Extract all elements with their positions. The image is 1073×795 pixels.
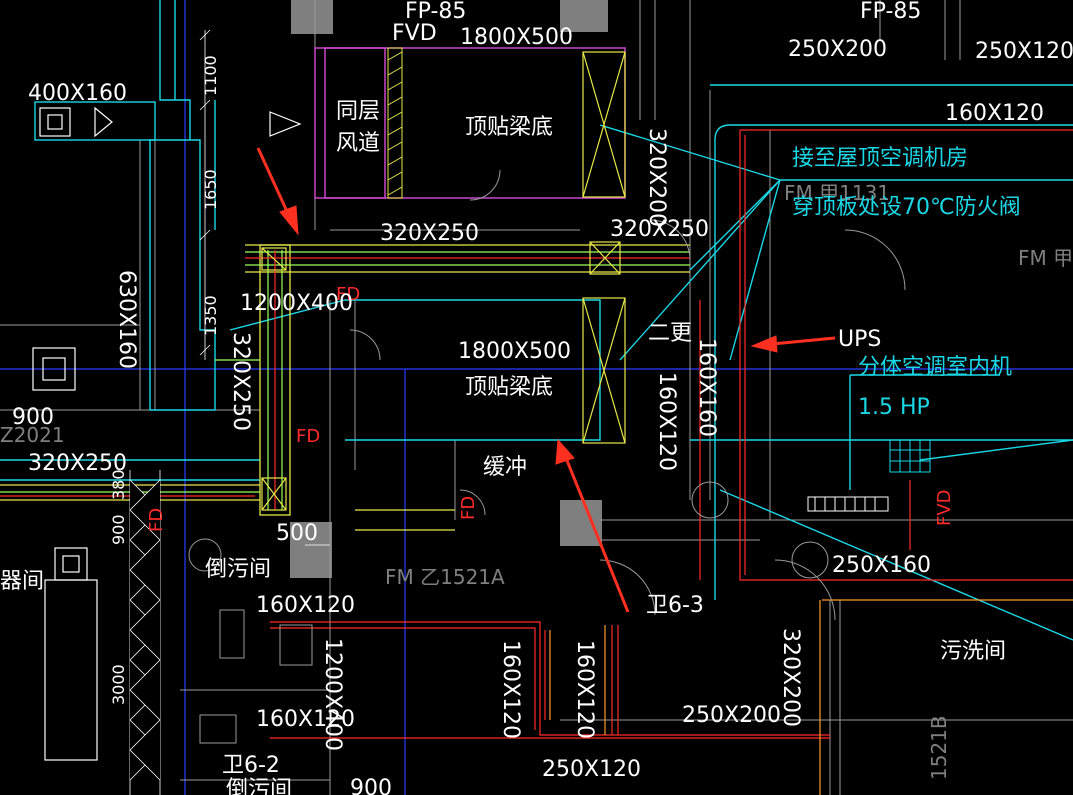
label-160x160: 160X160: [694, 338, 719, 437]
label-900-bot: 900: [350, 776, 392, 795]
split-ac-unit: [889, 439, 931, 473]
label-1800x500-top: 1800X500: [460, 25, 573, 50]
label-250x200-bot: 250X200: [682, 703, 781, 728]
label-160x120-b: 160X120: [256, 707, 355, 732]
label-250x120-top: 250X120: [975, 39, 1073, 64]
truss-hatch: [129, 470, 161, 795]
column-mid: [290, 522, 332, 578]
column-top-mid: [560, 0, 608, 32]
label-160x120-right: 160X120: [945, 101, 1044, 126]
label-320x250-left: 320X250: [28, 451, 127, 476]
arrow-2: [750, 335, 836, 353]
label-160x120-v: 160X120: [654, 372, 679, 471]
label-room-left: 器间: [0, 569, 44, 594]
green-ducts: [0, 250, 690, 510]
label-wei-6-3: 卫6-3: [646, 593, 704, 618]
label-split-ac: 分体空调室内机: [858, 355, 1012, 380]
note-roof-ahu: 接至屋顶空调机房: [792, 146, 968, 171]
label-hp: 1.5 HP: [858, 395, 930, 420]
annotation-arrows: [256, 147, 836, 613]
label-dim-3000: 3000: [109, 664, 128, 705]
diffusers: [32, 106, 302, 761]
label-fd-2: FD: [296, 426, 320, 447]
fan-units: [261, 51, 626, 511]
cyan-ducts: [0, 0, 1073, 641]
label-same-floor-1: 同层: [336, 99, 380, 124]
label-ceiling-beam-top: 顶贴梁底: [465, 115, 553, 140]
ups-grille: [807, 496, 889, 512]
label-dim-1650: 1650: [201, 169, 220, 210]
label-dirty-room: 倒污间: [205, 557, 271, 582]
label-dim-1100: 1100: [201, 55, 220, 96]
label-ups: UPS: [838, 327, 881, 352]
label-fm-jia-right: FM 甲: [1018, 246, 1073, 270]
label-320x250-b: 320X250: [610, 217, 709, 242]
label-z2021: Z2021: [0, 423, 65, 447]
label-fd-4: FD: [146, 508, 167, 532]
label-320x200-v: 320X200: [644, 128, 669, 227]
label-400x160: 400X160: [28, 81, 127, 106]
label-250x120-bot: 250X120: [542, 757, 641, 782]
label-fd-1: FD: [336, 284, 360, 305]
label-ceiling-beam-mid: 顶贴梁底: [465, 375, 553, 400]
label-1200x400: 1200X400: [240, 291, 353, 316]
label-1200x400-v: 1200X400: [320, 638, 345, 751]
label-dim-500: 500: [276, 521, 318, 546]
column-top-left: [291, 0, 333, 34]
dimension-lines: [199, 29, 330, 546]
fvd-hatch: [387, 47, 403, 199]
label-fm-yi-1521a: FM 乙1521A: [385, 565, 505, 589]
label-fd-3: FD: [458, 496, 479, 520]
label-fp85-left: FP-85: [405, 0, 466, 24]
column-mid-right: [560, 500, 602, 546]
label-160x120-a: 160X120: [256, 593, 355, 618]
label-160x120-v3: 160X120: [572, 640, 597, 739]
arrow-3: [555, 438, 630, 613]
label-1800x500-mid: 1800X500: [458, 339, 571, 364]
arrow-1: [256, 147, 299, 236]
label-fvd-top: FVD: [392, 21, 437, 46]
label-fp85-right: FP-85: [860, 0, 921, 24]
label-320x250-a: 320X250: [380, 221, 479, 246]
label-dim-900-mid: 900: [109, 514, 128, 545]
door-swings: [188, 169, 906, 744]
orange-pipes: [549, 599, 1073, 795]
label-dim-380: 380: [109, 469, 128, 500]
label-900-left: 900: [12, 405, 54, 430]
label-250x160: 250X160: [832, 553, 931, 578]
label-dirty-room-bot: 倒污间: [226, 777, 292, 795]
label-same-floor-2: 风道: [336, 131, 380, 156]
label-dirty-wash: 污洗间: [940, 639, 1006, 664]
label-buffer: 缓冲: [483, 455, 527, 480]
label-320x200-v2: 320X200: [778, 628, 803, 727]
label-z1521b: 1521B: [927, 715, 951, 780]
label-fvd-right: FVD: [934, 489, 955, 526]
label-wei-6-2: 卫6-2: [222, 753, 280, 778]
label-250x200-top: 250X200: [788, 37, 887, 62]
label-second-change: 二更: [648, 321, 692, 346]
label-fm-jia-1131: FM 甲1131: [784, 181, 890, 205]
label-dim-1350: 1350: [201, 295, 220, 336]
red-pipes: [0, 129, 1073, 739]
label-160x120-v2: 160X120: [498, 640, 523, 739]
label-630x160: 630X160: [114, 270, 139, 369]
note-fire-damper: 穿顶板处设70℃防火阀: [792, 195, 1021, 220]
label-320x250-v: 320X250: [228, 332, 253, 431]
